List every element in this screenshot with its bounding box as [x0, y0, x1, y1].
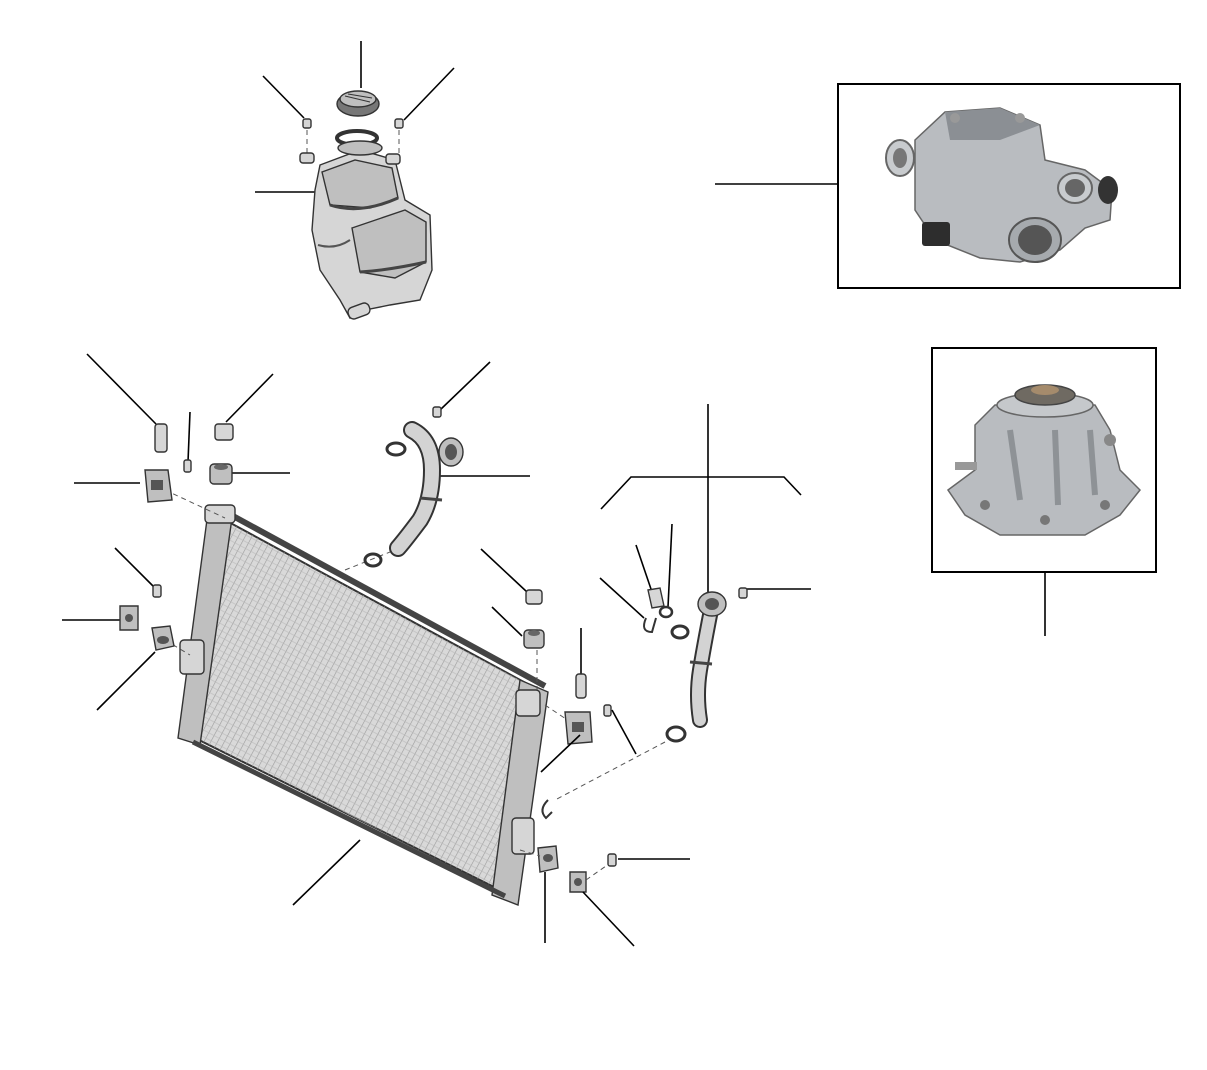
leader-line-clip-left: [635, 544, 653, 593]
right-mounting-parts: [480, 548, 637, 773]
upper-hose-group: [363, 361, 530, 568]
bolt-icon: [738, 587, 748, 599]
leader-line-right-bolt: [611, 709, 637, 755]
rubber-bush-icon: [537, 845, 559, 873]
leader-line-upper-bush: [225, 373, 274, 423]
leader-line-clip-oring: [667, 523, 673, 608]
leader-line-side-screw: [114, 547, 156, 589]
leader-line-upper-pin: [86, 353, 157, 425]
water-pump-panel: [931, 347, 1157, 636]
water-pump-icon: [946, 384, 1142, 536]
coolant-expansion-tank-icon: [299, 140, 433, 320]
clip-icon: [541, 799, 553, 820]
filler-cap-icon: [336, 90, 380, 117]
bolt-icon: [394, 118, 404, 158]
leader-line-hose-bracket-group: [600, 476, 802, 510]
bracket-icon: [144, 469, 173, 503]
leader-line-radiator: [292, 839, 361, 906]
thermostat-housing-panel: [715, 83, 1181, 289]
rubber-bush-icon: [209, 463, 233, 485]
leader-line-side-bush: [96, 651, 156, 711]
leader-line-right-bracket: [540, 734, 581, 773]
expansion-tank-group: [255, 41, 455, 320]
bolt-icon: [432, 406, 442, 418]
thermostat-housing-icon: [885, 107, 1118, 263]
lower-hose-group: [541, 404, 811, 820]
bolt-icon: [183, 459, 192, 473]
o-ring-icon: [658, 605, 674, 619]
bracket-icon: [564, 711, 593, 745]
coolant-hose-icon: [689, 591, 727, 728]
left-mounting-parts: [62, 353, 290, 711]
o-ring-icon: [385, 441, 407, 457]
rubber-bush-icon: [214, 423, 234, 441]
leader-line-tank-screw-right: [403, 67, 455, 121]
bolt-icon: [575, 673, 587, 699]
bolt-icon: [302, 118, 312, 158]
radiator-icon: [177, 504, 549, 906]
bracket-icon: [119, 605, 139, 631]
bolt-icon: [152, 584, 162, 598]
clip-icon: [647, 587, 665, 609]
coolant-hose-icon: [389, 421, 464, 557]
leader-line-right-upper-bush: [480, 548, 528, 593]
rubber-bush-icon: [523, 629, 545, 649]
bolt-icon: [607, 853, 617, 867]
rubber-bush-icon: [525, 589, 543, 605]
rubber-bush-icon: [151, 625, 175, 651]
o-ring-icon: [670, 624, 690, 640]
o-ring-icon: [363, 552, 383, 568]
leader-line-clip: [599, 577, 645, 619]
leader-line-bottom-bracket: [582, 891, 635, 947]
o-ring-icon: [665, 725, 687, 743]
leader-line-right-lower-bush: [491, 606, 523, 637]
bottom-mounting-parts: [519, 845, 690, 947]
bracket-icon: [569, 871, 587, 893]
bolt-icon: [603, 704, 612, 717]
bolt-icon: [154, 423, 168, 453]
leader-line-hose-screw: [439, 361, 491, 411]
clip-icon: [643, 617, 657, 634]
radiator-group: [164, 489, 576, 906]
leader-line-upper-bolt: [187, 411, 191, 463]
leader-line-tank-screw-left: [262, 75, 305, 119]
